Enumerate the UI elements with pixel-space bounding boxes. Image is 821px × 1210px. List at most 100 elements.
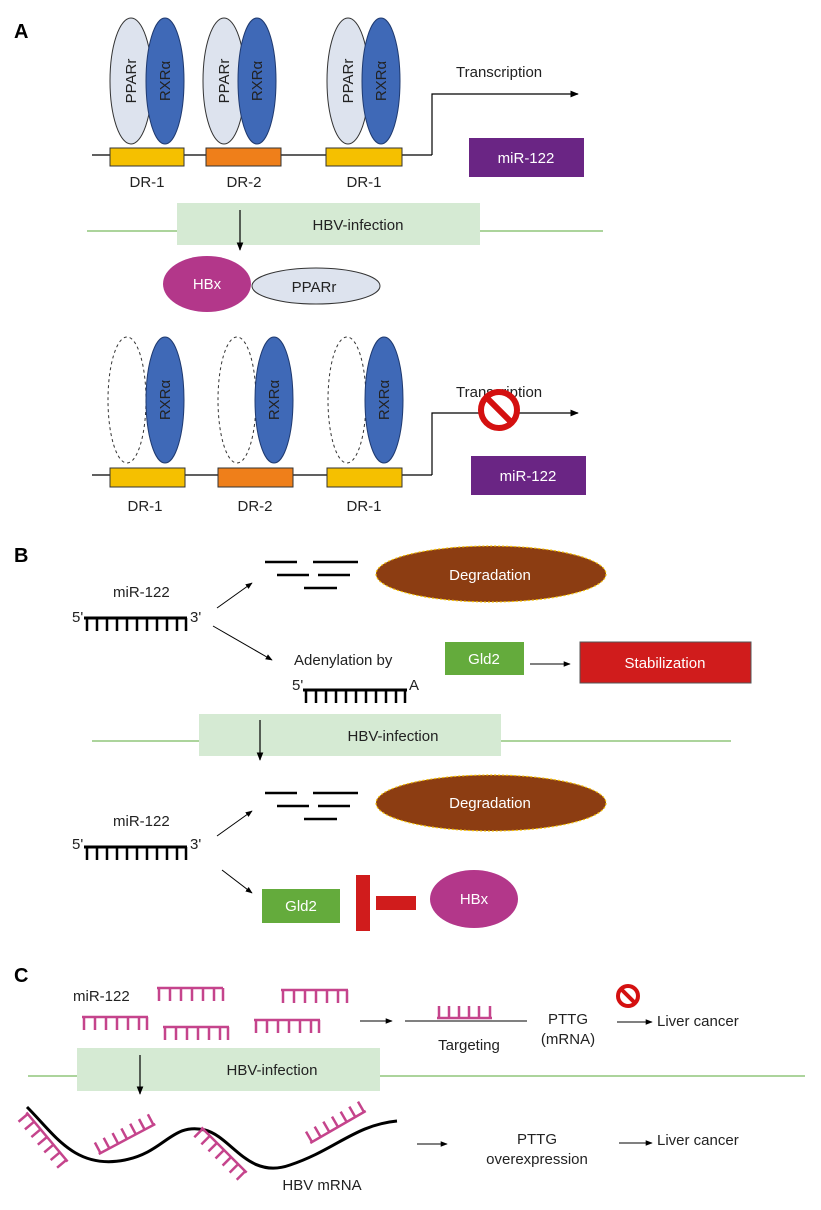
stabilization-label: Stabilization	[625, 655, 706, 672]
rxr-ellipse	[364, 336, 404, 464]
hbv-infection-band-b: HBV-infection	[92, 714, 731, 761]
arrow-to-adenylation	[212, 625, 273, 661]
hbx-ellipse	[430, 870, 518, 928]
a-tail-label: A	[409, 677, 419, 694]
liver-cancer-label: Liver cancer	[657, 1013, 739, 1030]
hbx-label: HBx	[193, 276, 222, 293]
no-sign-icon	[478, 389, 520, 431]
mrna-label: (mRNA)	[541, 1031, 595, 1048]
hbv-mrna-label: HBV mRNA	[282, 1177, 361, 1194]
receptor-row-top: PPARr RXRα PPARr RXRα PPARr RXRα DR-1 DR…	[92, 17, 584, 191]
adenylation-label: Adenylation by	[294, 652, 393, 669]
rxr-label: RXRα	[266, 380, 283, 421]
degradation-label: Degradation	[449, 795, 531, 812]
mir-122-box	[469, 138, 584, 177]
mir-122-box-label: miR-122	[500, 468, 557, 485]
empty-ppar-site	[217, 336, 257, 464]
transcription-arrow	[431, 90, 579, 155]
dr2-box	[205, 147, 282, 167]
gld2-label: Gld2	[285, 898, 317, 915]
degradation-ellipse	[375, 774, 607, 832]
fragments-bottom	[265, 791, 358, 821]
five-prime-label: 5'	[72, 609, 83, 626]
receptor-row-bottom: RXRα RXRα RXRα DR-1 DR-2 DR-1 Transcript…	[92, 336, 586, 515]
dr1-box	[109, 467, 186, 488]
ppar-label: PPARr	[216, 59, 233, 104]
gld2-box	[445, 642, 524, 675]
five-prime-label: 5'	[72, 836, 83, 853]
hbv-mrna	[17, 1100, 398, 1181]
rxr-label: RXRα	[373, 61, 390, 102]
mir-122-label: miR-122	[113, 584, 170, 601]
mir-122-label: miR-122	[73, 988, 130, 1005]
panel-label-c: C	[14, 965, 28, 987]
dr1-box	[109, 147, 185, 167]
hbv-infection-box	[199, 714, 501, 756]
arrow-to-degradation	[216, 810, 253, 837]
fragments-top	[265, 560, 358, 590]
hbv-infection-label: HBV-infection	[227, 1062, 318, 1079]
rxr-ellipse	[361, 17, 401, 145]
mir-122-label: miR-122	[113, 813, 170, 830]
panel-label-b: B	[14, 545, 28, 567]
hbv-infection-box	[177, 203, 480, 245]
inhibition-icon	[356, 875, 416, 931]
hbv-infection-box	[77, 1048, 380, 1091]
dr1-box	[326, 467, 403, 488]
transcription-label: Transcription	[456, 64, 542, 81]
mirna-strand-bottom: miR-122 5' 3'	[72, 813, 201, 860]
hbx-label: HBx	[460, 891, 489, 908]
arrow-to-gld2	[221, 869, 253, 894]
rxr-label: RXRα	[376, 380, 393, 421]
five-prime-label: 5'	[292, 677, 303, 694]
dr2-label: DR-2	[237, 498, 272, 515]
rxr-ellipse	[145, 336, 185, 464]
rxr-ellipse	[237, 17, 277, 145]
pttg-label: PTTG	[517, 1131, 557, 1148]
pttg-label: PTTG	[548, 1011, 588, 1028]
adenylated-mirna: 5' A	[292, 677, 419, 703]
hbv-infection-label: HBV-infection	[348, 728, 439, 745]
hbv-infection-band-c: HBV-infection	[28, 1048, 805, 1095]
empty-ppar-site	[327, 336, 367, 464]
dr2-label: DR-2	[226, 174, 261, 191]
transcription-arrow-blocked	[431, 409, 579, 475]
no-sign-icon	[616, 984, 640, 1008]
hbv-infection-label: HBV-infection	[313, 217, 404, 234]
mirna-strand-top: miR-122 5' 3'	[72, 584, 201, 631]
rxr-label: RXRα	[249, 61, 266, 102]
gld2-box	[262, 889, 340, 923]
bound-mirna	[437, 1006, 492, 1020]
ppar-label: PPARr	[340, 59, 357, 104]
free-mirna-strands	[82, 986, 349, 1040]
hbx-ellipse	[163, 256, 251, 312]
dr1-label: DR-1	[346, 498, 381, 515]
mir-122-box-label: miR-122	[498, 150, 555, 167]
gld2-label: Gld2	[468, 651, 500, 668]
three-prime-label: 3'	[190, 609, 201, 626]
rxr-label: RXRα	[157, 61, 174, 102]
dr1-label: DR-1	[127, 498, 162, 515]
overexpression-label: overexpression	[486, 1151, 588, 1168]
degradation-label: Degradation	[449, 567, 531, 584]
panel-label-a: A	[14, 21, 28, 43]
stabilization-box	[579, 641, 752, 684]
rxr-ellipse	[254, 336, 294, 464]
hbx-ppar-complex: PPARr HBx	[163, 256, 381, 312]
ppar-free-ellipse	[251, 267, 381, 305]
mir-122-box	[471, 456, 586, 495]
hbv-infection-band-a: HBV-infection	[87, 203, 603, 251]
rxr-label: RXRα	[157, 380, 174, 421]
dr1-box	[325, 147, 403, 167]
targeting-label: Targeting	[438, 1037, 500, 1054]
ppar-free-label: PPARr	[292, 279, 337, 296]
ppar-label: PPARr	[123, 59, 140, 104]
arrow-to-degradation	[216, 582, 253, 609]
degradation-ellipse	[375, 545, 607, 603]
dr1-label: DR-1	[346, 174, 381, 191]
dr1-label: DR-1	[129, 174, 164, 191]
dr2-box	[217, 467, 294, 488]
three-prime-label: 3'	[190, 836, 201, 853]
empty-ppar-site	[107, 336, 147, 464]
